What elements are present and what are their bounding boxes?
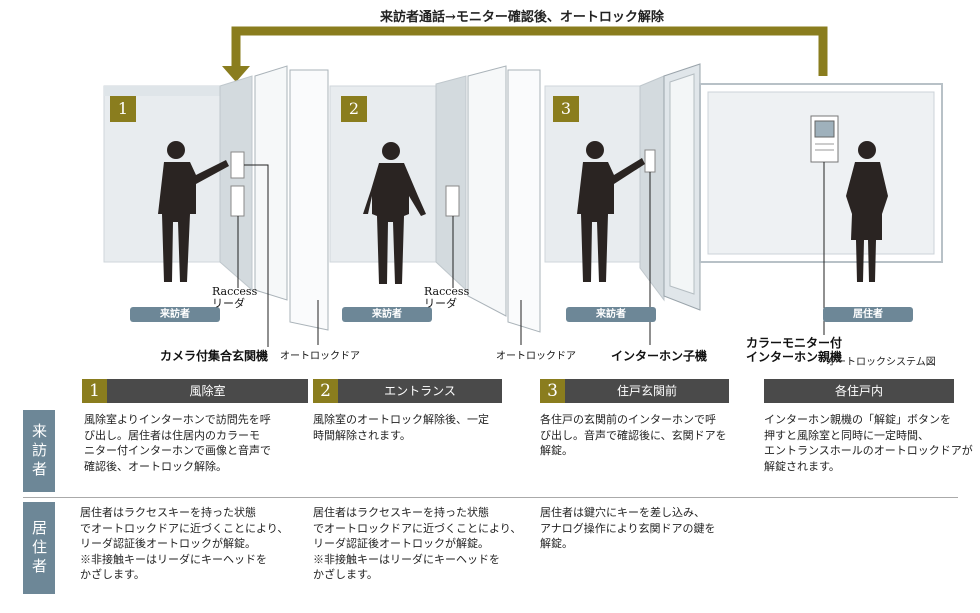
row-separator xyxy=(23,497,958,498)
step-header-4-title: 各住戸内 xyxy=(764,379,954,403)
label-color-monitor-1: カラーモニター付 xyxy=(746,336,843,350)
scene-step-1-number: 1 xyxy=(110,96,136,122)
role-tag-visitor-2: 来訪者 xyxy=(342,307,432,322)
room-vestibule xyxy=(103,65,329,331)
resident-desc-3: 居住者は鍵穴にキーを差し込み、アナログ操作により玄関ドアの鍵を解錠。 xyxy=(540,506,716,550)
visitor-desc-4: インターホン親機の「解錠」ボタンを押すと風除室と同時に一定時間、エントランスホー… xyxy=(764,413,973,473)
step-header-2: 2 エントランス xyxy=(313,379,502,403)
leader-lines xyxy=(237,162,825,347)
flow-note: 来訪者通話→モニター確認後、オートロック解除 xyxy=(380,10,664,25)
label-raccess-1: Raccess xyxy=(212,285,258,298)
label-autolock-door-1: オートロックドア xyxy=(280,351,360,362)
step-header-4: 各住戸内 xyxy=(764,379,954,403)
step-header-3-number: 3 xyxy=(540,379,565,403)
visitor-figure-2 xyxy=(363,142,426,284)
room-entrance xyxy=(329,65,541,333)
scene-step-2-number: 2 xyxy=(341,96,367,122)
room-door-front xyxy=(544,63,701,311)
row-label-resident: 居住者 xyxy=(23,502,55,594)
label-color-monitor-2: インターホン親機 xyxy=(746,350,843,364)
resident-desc-1: 居住者はラクセスキーを持った状態でオートロックドアに近づくことにより、リーダ認証… xyxy=(80,506,289,581)
scene-step-3-number: 3 xyxy=(553,96,579,122)
system-caption: オートロックシステム図 xyxy=(826,357,936,368)
visitor-desc-2: 風除室のオートロック解除後、一定時間解除されます。 xyxy=(313,413,489,442)
resident-desc-2: 居住者はラクセスキーを持った状態でオートロックドアに近づくことにより、リーダ認証… xyxy=(313,506,522,581)
raccess-reader-1 xyxy=(230,185,245,217)
label-autolock-door-2: オートロックドア xyxy=(496,351,576,362)
visitor-desc-3: 各住戸の玄関前のインターホンで呼び出し。音声で確認後に、玄関ドアを解錠。 xyxy=(540,413,727,457)
label-raccess-2: Raccess xyxy=(424,285,470,298)
label-intercom-sub: インターホン子機 xyxy=(611,349,708,363)
step-header-3: 3 住戸玄関前 xyxy=(540,379,729,403)
room-dwelling xyxy=(699,83,943,263)
visitor-figure-3 xyxy=(577,141,645,282)
step-header-1-title: 風除室 xyxy=(107,379,308,403)
step-header-2-number: 2 xyxy=(313,379,338,403)
step-header-3-title: 住戸玄関前 xyxy=(565,379,729,403)
step-header-2-title: エントランス xyxy=(338,379,502,403)
step-header-1: 1 風除室 xyxy=(82,379,308,403)
role-tag-visitor-1: 来訪者 xyxy=(130,307,220,322)
raccess-reader-2 xyxy=(445,185,460,217)
label-reader-1: リーダ xyxy=(212,297,245,310)
role-tag-visitor-3: 来訪者 xyxy=(566,307,656,322)
visitor-figure-1 xyxy=(158,141,229,282)
label-camera-intercom: カメラ付集合玄関機 xyxy=(160,349,269,363)
row-label-visitor: 来訪者 xyxy=(23,410,55,492)
intercom-sub-unit xyxy=(644,149,656,173)
step-header-1-number: 1 xyxy=(82,379,107,403)
camera-intercom-panel xyxy=(230,151,245,179)
scene-illustration xyxy=(103,26,943,347)
resident-figure xyxy=(846,141,888,282)
visitor-desc-1: 風除室よりインターホンで訪問先を呼び出し。居住者は住居内のカラーモニター付インタ… xyxy=(84,413,271,473)
role-tag-resident: 居住者 xyxy=(823,307,913,322)
label-reader-2: リーダ xyxy=(424,297,457,310)
flow-arrow xyxy=(222,26,828,82)
